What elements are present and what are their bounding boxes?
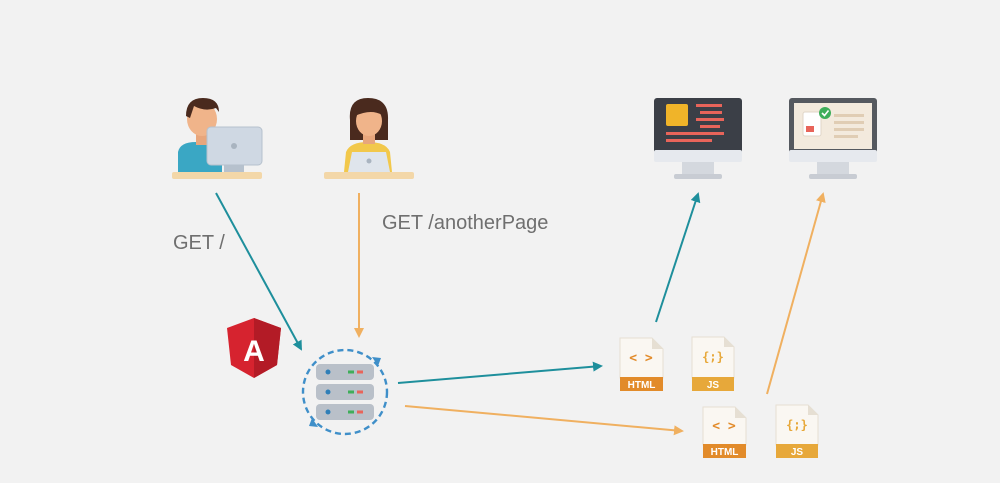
request-label-another-page: GET /anotherPage [382, 212, 548, 234]
js-glyph-second: {;} [786, 418, 808, 432]
angular-logo-icon: A [227, 318, 281, 378]
html-file-icon: < > HTML [619, 337, 664, 391]
js-file-label: JS [707, 380, 720, 391]
man-with-laptop-icon [172, 98, 263, 179]
arrow-server-to-html-one [397, 361, 603, 384]
html-glyph: < > [629, 351, 653, 366]
arrow-files-one-to-monitor-one [655, 192, 701, 323]
request-label-root: GET / [173, 232, 225, 254]
server-icon [301, 348, 389, 436]
arrow-user-one-to-server [215, 192, 302, 351]
arrow-files-two-to-monitor-two [766, 192, 826, 395]
angular-logo-letter: A [243, 335, 265, 368]
js-file-icon: {;} JS [691, 336, 735, 391]
woman-with-laptop-icon [324, 98, 414, 179]
light-monitor-icon [789, 98, 877, 179]
arrow-server-to-html-two [404, 405, 684, 436]
js-file-label-second: JS [791, 447, 804, 458]
html-glyph-second: < > [712, 419, 736, 434]
html-file-label-second: HTML [711, 447, 739, 458]
js-file-icon-second: {;} JS [775, 404, 819, 458]
html-file-label: HTML [628, 380, 656, 391]
js-glyph: {;} [702, 350, 724, 364]
dark-monitor-icon [654, 98, 742, 179]
html-file-icon-second: < > HTML [702, 406, 747, 458]
